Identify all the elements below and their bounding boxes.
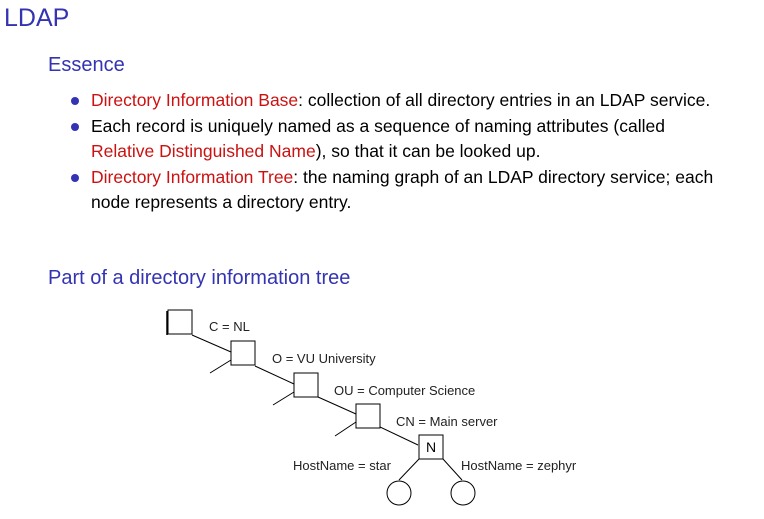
slide-title: LDAP — [4, 4, 70, 32]
tree-node-common-name — [355, 403, 381, 429]
edge-ou-sibling-stub — [272, 391, 295, 406]
term-directory-information-tree: Directory Information Tree — [91, 166, 294, 187]
edge-n-to-star — [398, 458, 420, 481]
term-relative-distinguished-name: Relative Distinguished Name — [91, 141, 316, 161]
tree-node-country — [167, 309, 193, 335]
label-common-name: CN = Main server — [396, 414, 498, 429]
label-host-left: HostName = star — [293, 458, 392, 473]
essence-bullet-list: Directory Information Base: collection o… — [70, 88, 730, 216]
bullet-item-dib: Directory Information Base: collection o… — [70, 88, 730, 114]
edge-ou-to-cn — [317, 396, 357, 415]
bullet-item-dit: Directory Information Tree: the naming g… — [70, 165, 730, 216]
bullet-text-rdn-post: ), so that it can be looked up. — [315, 141, 541, 161]
edge-cn-sibling-stub — [334, 421, 357, 437]
bullet-dot-icon — [71, 122, 79, 131]
essence-heading: Essence — [48, 54, 125, 76]
edge-n-to-zephyr — [442, 458, 463, 481]
bullet-text-dit: : the naming graph of an LDAP directory … — [91, 166, 714, 213]
edge-cn-to-n — [379, 426, 419, 446]
edge-o-sibling-stub — [209, 359, 232, 374]
label-node-letter: N — [426, 439, 436, 455]
bullet-dot-icon — [71, 97, 79, 105]
tree-nodes — [166, 309, 476, 506]
tree-leaf-zephyr — [450, 480, 476, 506]
label-host-right: HostName = zephyr — [461, 458, 577, 473]
edge-o-to-ou — [254, 365, 295, 385]
label-organization: O = VU University — [272, 351, 376, 366]
term-directory-information-base: Directory Information Base — [91, 90, 299, 110]
tree-node-n — [418, 434, 444, 460]
edge-c-to-o — [191, 334, 232, 353]
label-unit: OU = Computer Science — [334, 383, 475, 398]
bullet-dot-icon — [71, 173, 79, 182]
bullet-item-rdn: Each record is uniquely named as a seque… — [70, 114, 730, 165]
bullet-text-rdn-pre: Each record is uniquely named as a seque… — [91, 115, 665, 136]
tree-node-organization — [230, 340, 256, 366]
tree-heading: Part of a directory information tree — [48, 267, 351, 289]
tree-leaf-star — [386, 480, 412, 506]
tree-node-unit — [293, 372, 319, 398]
label-country: C = NL — [209, 319, 250, 334]
bullet-text-dib: : collection of all directory entries in… — [298, 90, 711, 110]
tree-edges — [191, 334, 463, 481]
